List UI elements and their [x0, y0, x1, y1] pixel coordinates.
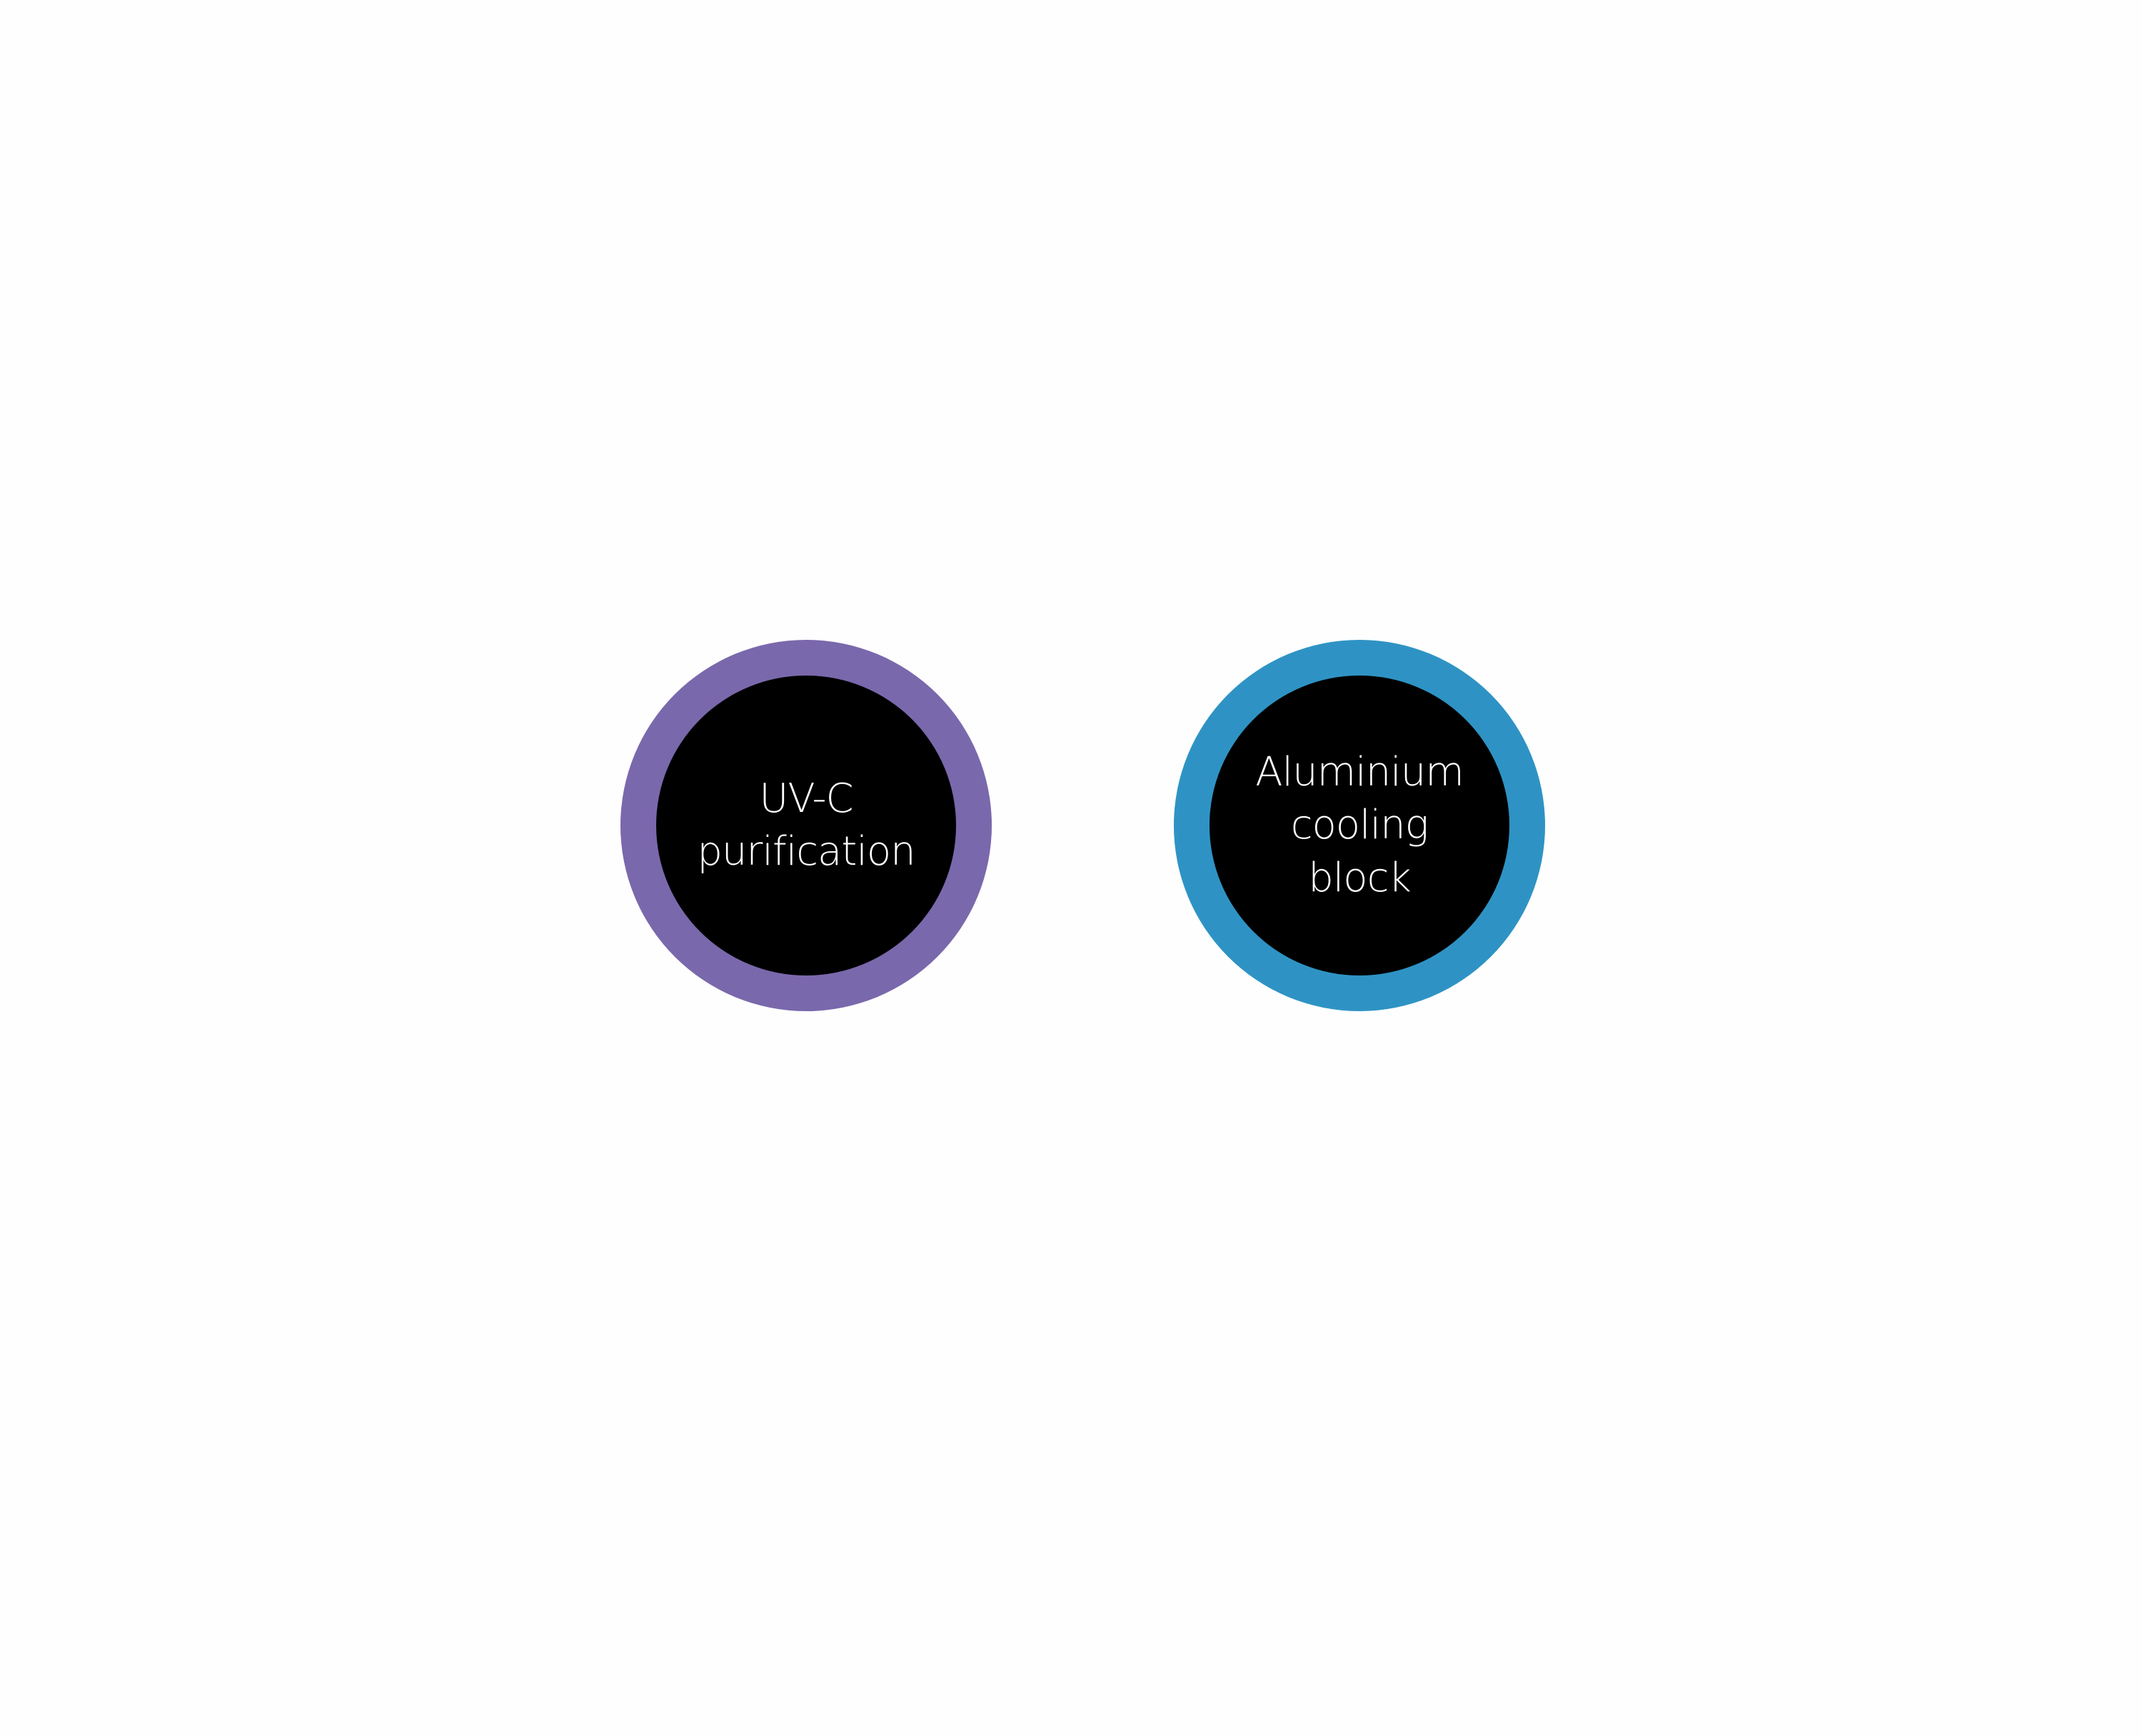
circle: UV-C purification: [656, 676, 956, 975]
circle: Aluminium cooling block: [1210, 676, 1509, 975]
node-label: UV-C purification: [697, 776, 915, 875]
node-label: Aluminium cooling block: [1255, 749, 1464, 901]
node-uvc-purification: UV-C purification: [620, 640, 992, 1011]
node-aluminium-cooling-block: Aluminium cooling block: [1174, 640, 1545, 1011]
